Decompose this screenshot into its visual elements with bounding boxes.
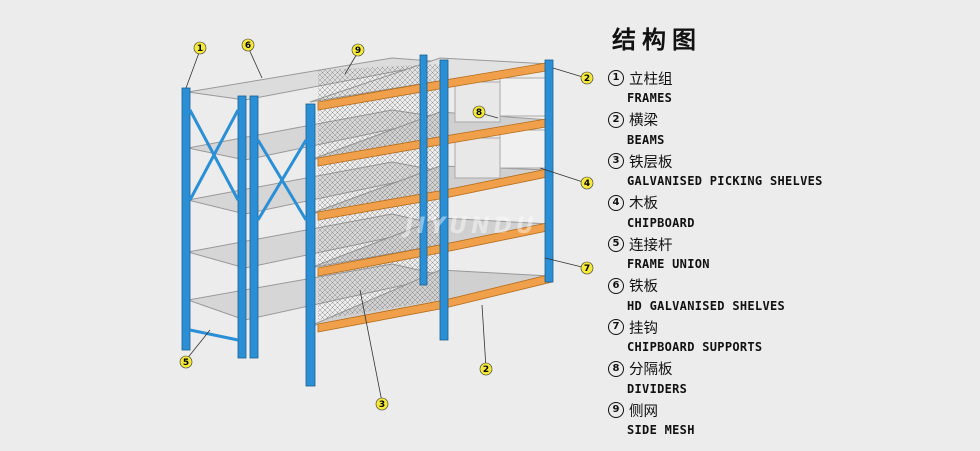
upright bbox=[181, 87, 191, 351]
callout-bubble bbox=[241, 38, 255, 52]
divider-panel bbox=[454, 137, 501, 179]
legend-label-zh: 立柱组 bbox=[629, 71, 673, 88]
legend-label-en: DIVIDERS bbox=[627, 381, 688, 396]
divider-panel bbox=[499, 77, 549, 117]
legend-label-zh: 分隔板 bbox=[629, 362, 673, 378]
callout-label: 9 bbox=[355, 46, 361, 56]
watermark: JIYUNDU bbox=[405, 214, 538, 239]
legend-item: 9 侧网 SIDE MESH bbox=[608, 400, 968, 442]
callout-bubble bbox=[179, 355, 193, 369]
upright bbox=[305, 103, 316, 387]
callout-label: 6 bbox=[245, 41, 251, 51]
divider-panel bbox=[499, 129, 549, 169]
legend-number: 3 bbox=[608, 153, 624, 169]
legend-title: 结构图 bbox=[612, 26, 702, 54]
legend-item: 7 挂钩 CHIPBOARD SUPPORTS bbox=[608, 317, 968, 359]
frame-brace bbox=[188, 109, 240, 201]
legend-label-en: CHIPBOARD SUPPORTS bbox=[627, 340, 763, 354]
callout-label: 5 bbox=[183, 358, 189, 368]
callout-bubble bbox=[375, 397, 389, 411]
callout-leader bbox=[481, 304, 487, 369]
legend-number: 4 bbox=[608, 194, 624, 211]
legend-number: 9 bbox=[608, 402, 624, 418]
legend-item: 8 分隔板 DIVIDERS bbox=[608, 359, 968, 401]
upright bbox=[439, 59, 449, 341]
legend-label-zh: 挂钩 bbox=[629, 320, 658, 337]
callout-label: 4 bbox=[584, 179, 590, 189]
legend-item: 6 铁板 HD GALVANISED SHELVES bbox=[608, 276, 968, 318]
legend-number: 1 bbox=[608, 70, 624, 86]
legend: 1 立柱组 FRAMES 2 横梁 BEAMS 3 铁层板 GALVANISED PI… bbox=[608, 68, 968, 442]
upright bbox=[419, 54, 428, 286]
callout-leader bbox=[359, 289, 383, 403]
callout-bubble bbox=[580, 176, 594, 190]
legend-number: 7 bbox=[608, 319, 624, 335]
legend-label-en: HD GALVANISED SHELVES bbox=[627, 298, 786, 313]
legend-item: 5 连接杆 FRAME UNION bbox=[608, 234, 968, 276]
callout-leader bbox=[185, 329, 211, 361]
legend-label-zh: 连接杆 bbox=[629, 237, 673, 254]
legend-label-zh: 铁板 bbox=[629, 279, 658, 295]
upright bbox=[249, 95, 259, 359]
legend-label-en: FRAME UNION bbox=[627, 257, 710, 271]
callouts: 1 6 9 2 8 4 7 5 3 2 bbox=[179, 38, 594, 411]
legend-label-zh: 横梁 bbox=[629, 113, 658, 129]
callout-label: 7 bbox=[584, 264, 590, 274]
frame-union bbox=[189, 328, 239, 342]
legend-number: 8 bbox=[608, 360, 624, 377]
legend-label-zh: 侧网 bbox=[629, 403, 658, 420]
legend-item: 2 横梁 BEAMS bbox=[608, 110, 968, 152]
legend-label-en: FRAMES bbox=[627, 91, 673, 105]
legend-item: 1 立柱组 FRAMES bbox=[608, 68, 968, 110]
callout-label: 1 bbox=[197, 44, 203, 54]
legend-label-en: CHIPBOARD bbox=[627, 215, 695, 230]
callout-bubble bbox=[580, 71, 594, 85]
callout-bubble bbox=[580, 261, 594, 275]
legend-number: 5 bbox=[608, 236, 624, 252]
legend-label-en: BEAMS bbox=[627, 132, 665, 147]
legend-label-en: GALVANISED PICKING SHELVES bbox=[627, 174, 823, 188]
beams bbox=[317, 61, 553, 333]
callout-leader bbox=[552, 67, 587, 79]
legend-number: 6 bbox=[608, 277, 624, 294]
legend-label-zh: 木板 bbox=[629, 196, 658, 212]
callout-label: 2 bbox=[584, 74, 590, 84]
legend-label-en: SIDE MESH bbox=[627, 423, 695, 437]
callout-bubble bbox=[479, 362, 493, 376]
legend-item: 4 木板 CHIPBOARD bbox=[608, 193, 968, 235]
callout-label: 2 bbox=[483, 365, 489, 375]
callout-label: 3 bbox=[379, 400, 385, 410]
callout-leader bbox=[247, 46, 263, 79]
callout-bubble bbox=[351, 43, 365, 57]
callout-bubble bbox=[472, 105, 486, 119]
callout-label: 8 bbox=[476, 108, 482, 118]
callout-bubble bbox=[193, 41, 207, 55]
callout-leader bbox=[185, 49, 201, 89]
legend-label-zh: 铁层板 bbox=[629, 154, 673, 171]
frame-brace bbox=[256, 139, 308, 221]
callout-leader bbox=[544, 257, 587, 269]
callout-leader bbox=[539, 167, 587, 184]
upright bbox=[237, 95, 247, 359]
legend-number: 2 bbox=[608, 111, 624, 128]
legend-item: 3 铁层板 GALVANISED PICKING SHELVES bbox=[608, 151, 968, 193]
